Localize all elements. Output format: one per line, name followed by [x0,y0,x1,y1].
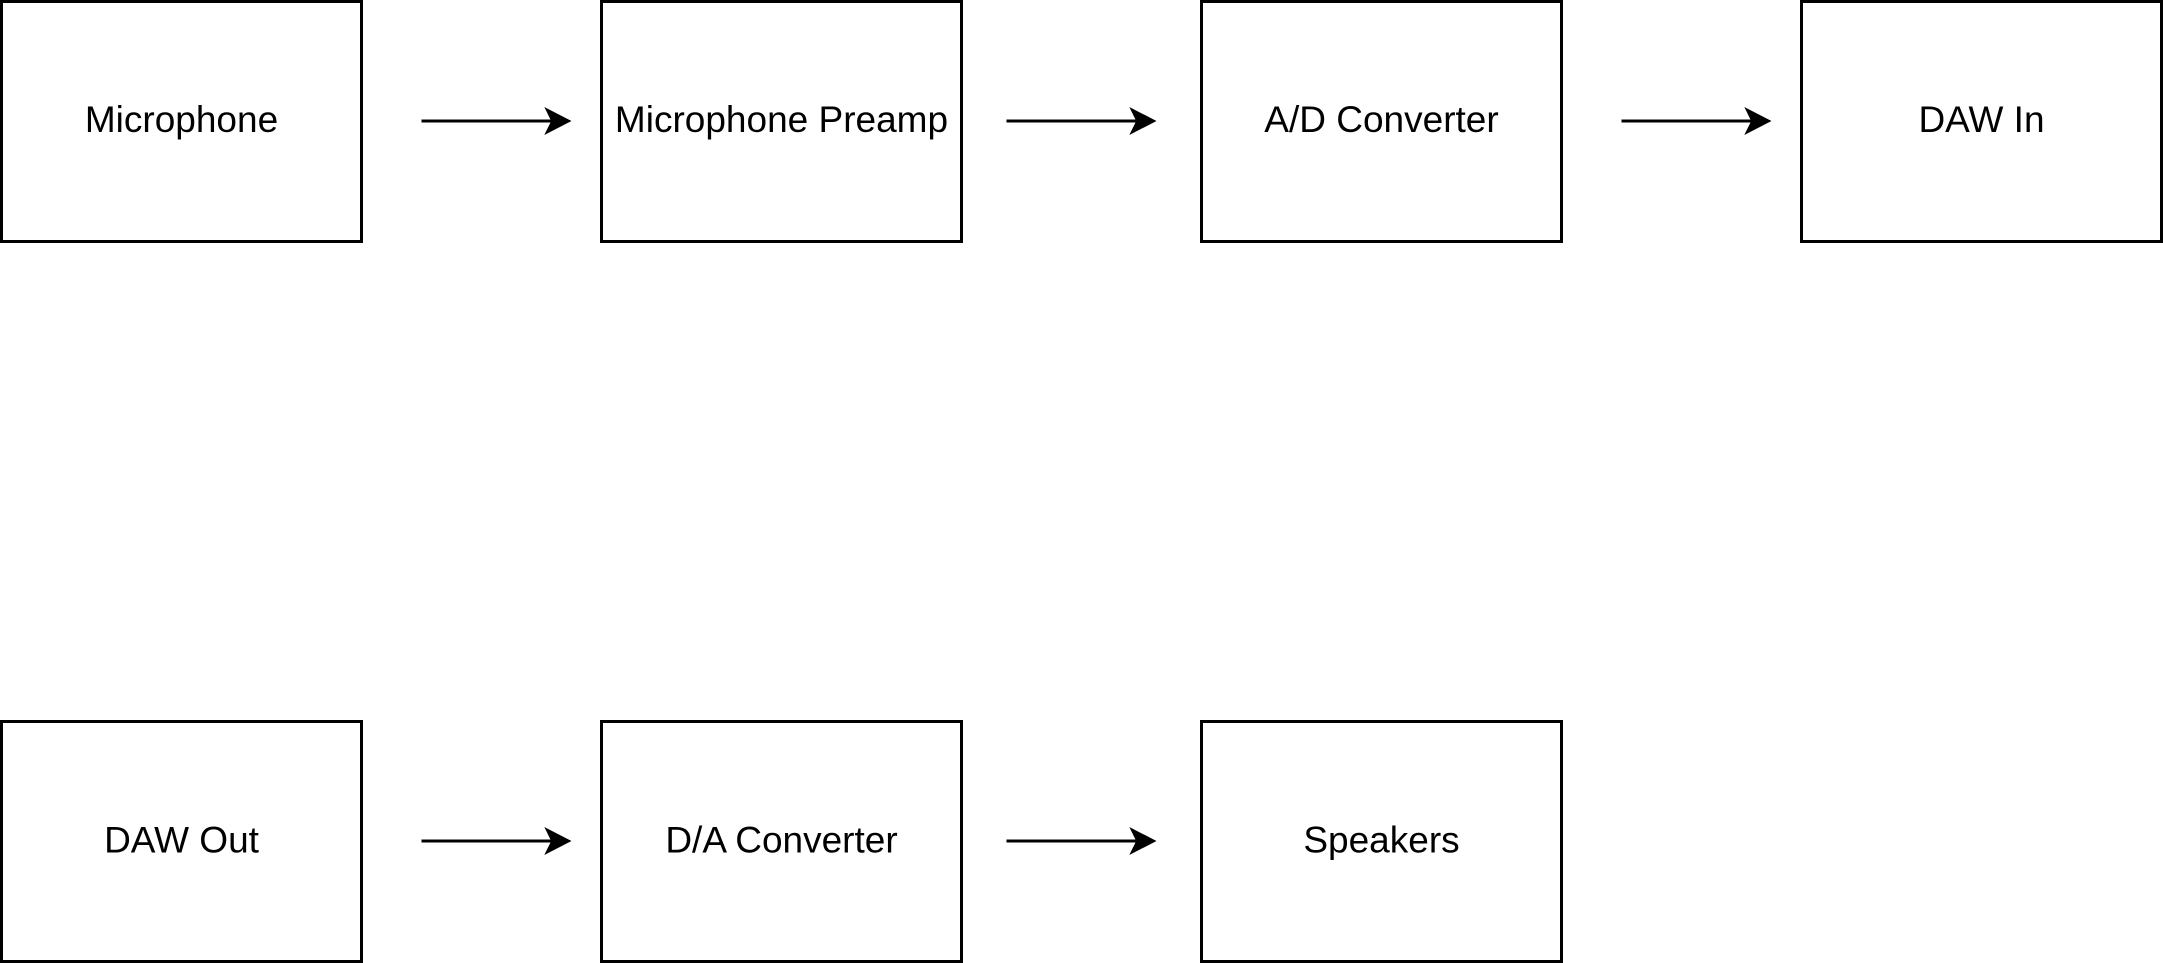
svg-text:Microphone: Microphone [85,99,278,140]
svg-text:D/A Converter: D/A Converter [665,820,897,861]
svg-text:Microphone Preamp: Microphone Preamp [615,99,948,140]
svg-text:DAW In: DAW In [1918,99,2044,140]
svg-text:A/D Converter: A/D Converter [1264,99,1498,140]
svg-text:Speakers: Speakers [1303,820,1459,861]
svg-text:DAW Out: DAW Out [104,820,260,861]
